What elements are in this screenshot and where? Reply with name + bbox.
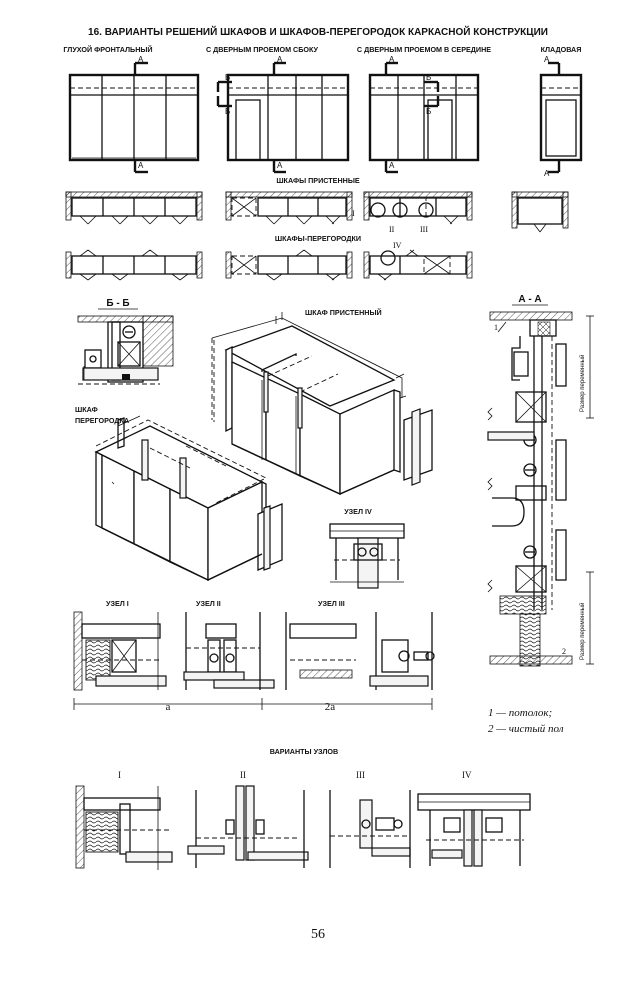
section-b-b-title: Б - Б <box>106 298 129 309</box>
node-iv-title: УЗЕЛ IV <box>344 507 372 516</box>
size-variable-bottom: Размер переменный <box>579 603 586 660</box>
section-mark-a-side-top: А <box>277 55 283 64</box>
section-a-a-title: А - А <box>518 294 541 305</box>
variant-iii-label: III <box>356 770 365 780</box>
plan-node-ii-label: II <box>389 225 395 234</box>
section-mark-a-top: А <box>138 55 144 64</box>
node-ii-title: УЗЕЛ II <box>196 599 221 608</box>
page-number: 56 <box>311 927 325 942</box>
node-iii-title: УЗЕЛ III <box>318 599 345 608</box>
section-mark-b-side-bottom: Б <box>225 107 230 116</box>
section-mark-a-middle-top: А <box>389 55 395 64</box>
variant-ii-detail <box>187 785 309 868</box>
isometric-wall-cabinet: ШКАФ ПРИСТЕННЫЙ <box>211 308 433 496</box>
plan-wall-middle-door: I II III <box>352 191 473 234</box>
variant-iv-detail <box>417 793 531 867</box>
elevation-label-side-door: С ДВЕРНЫМ ПРОЕМОМ СБОКУ <box>206 45 319 54</box>
section-a-a-mark-2: 2 <box>562 647 566 656</box>
elevation-blank-front: А А <box>68 55 200 174</box>
section-mark-b-middle-bottom: Б <box>426 107 431 116</box>
partition-label-line1: ШКАФ <box>75 405 98 414</box>
variant-iii-detail <box>329 790 411 868</box>
section-mark-a-storeroom-bottom: А <box>544 169 550 178</box>
variant-ii-label: II <box>240 770 246 780</box>
sheet-title: 16. ВАРИАНТЫ РЕШЕНИЙ ШКАФОВ И ШКАФОВ-ПЕР… <box>88 25 548 38</box>
legend-item-ceiling: 1 — потолок; <box>488 707 552 719</box>
plan-partition-blank-front <box>65 249 203 281</box>
section-mark-b-middle-top: Б <box>426 73 431 82</box>
nodes-strip: УЗЕЛ I УЗЕЛ II УЗЕЛ III <box>73 599 435 713</box>
elevation-label-blank-front: ГЛУХОЙ ФРОНТАЛЬНЫЙ <box>63 45 152 54</box>
elevation-middle-door: А А Б Б <box>368 55 480 174</box>
dimension-a-label: а <box>166 701 171 713</box>
wall-cabinet-label: ШКАФ ПРИСТЕННЫЙ <box>305 308 382 317</box>
dimension-2a-label: 2а <box>325 701 336 713</box>
section-mark-b-side-top: Б <box>225 73 230 82</box>
plan-node-iii-label: III <box>420 225 428 234</box>
section-a-a: А - А 1 2 <box>487 294 594 667</box>
plan-wall-storeroom <box>511 191 569 233</box>
plan-node-iv-label: IV <box>393 241 402 250</box>
elevation-label-middle-door: С ДВЕРНЫМ ПРОЕМОМ В СЕРЕДИНЕ <box>357 45 491 54</box>
elevation-storeroom: А А <box>539 55 583 178</box>
plan-partition-middle-door: IV <box>363 241 473 281</box>
section-mark-a-side-bottom: А <box>277 161 283 170</box>
isometric-partition-cabinet: ШКАФ ПЕРЕГОРОДКА <box>75 405 283 582</box>
partition-label-line2: ПЕРЕГОРОДКА <box>75 416 129 425</box>
variant-iv-label: IV <box>462 770 472 780</box>
node-i-title: УЗЕЛ I <box>106 599 129 608</box>
section-b-b: Б - Б <box>77 298 174 385</box>
section-mark-a-storeroom-top: А <box>544 55 550 64</box>
elevation-label-storeroom: КЛАДОВАЯ <box>541 45 582 54</box>
plan-wall-blank-front <box>65 191 203 225</box>
section-mark-a-bottom: А <box>138 161 144 170</box>
size-variable-top: Размер переменный <box>579 355 586 412</box>
node-iv-detail: УЗЕЛ IV <box>329 507 405 589</box>
plan-wall-side-door <box>225 191 353 225</box>
section-mark-a-middle-bottom: А <box>389 161 395 170</box>
variant-i-detail <box>75 785 173 870</box>
legend-item-floor: 2 — чистый пол <box>488 723 564 735</box>
plans-partition-label: ШКАФЫ-ПЕРЕГОРОДКИ <box>275 234 361 243</box>
elevation-side-door: А А Б Б <box>216 55 350 174</box>
plan-partition-side-door <box>225 249 353 281</box>
variants-title: ВАРИАНТЫ УЗЛОВ <box>270 747 338 756</box>
variant-i-label: I <box>118 770 121 780</box>
plan-node-i-label: I <box>352 209 355 218</box>
plans-wall-label: ШКАФЫ ПРИСТЕННЫЕ <box>276 176 360 185</box>
section-a-a-mark-1: 1 <box>494 323 498 332</box>
